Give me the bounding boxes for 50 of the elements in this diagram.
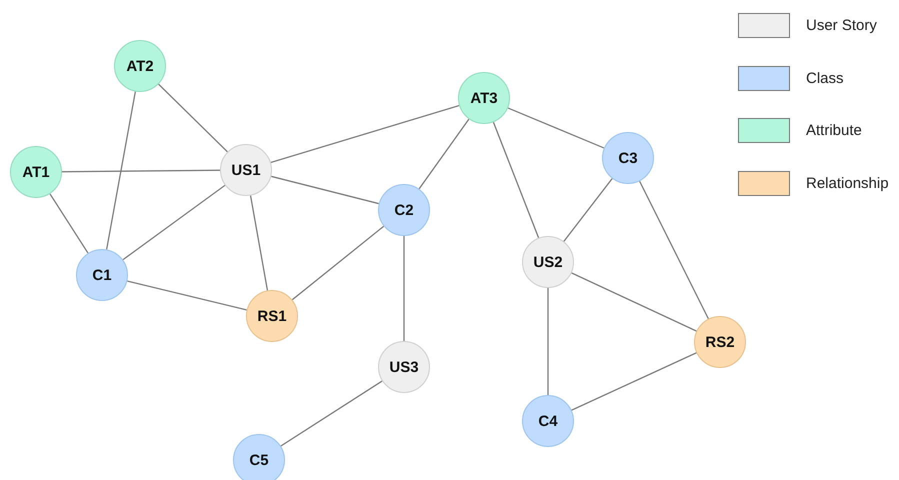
connector-line bbox=[50, 194, 88, 254]
node-label: C1 bbox=[92, 266, 112, 284]
node-label: RS1 bbox=[257, 308, 287, 324]
connector-line bbox=[106, 91, 136, 250]
connector-line bbox=[158, 84, 228, 152]
connector-line bbox=[280, 380, 382, 446]
node-label: C3 bbox=[618, 150, 638, 166]
connector-line bbox=[403, 236, 405, 341]
node-circle bbox=[233, 434, 285, 480]
node-label: C5 bbox=[249, 452, 269, 468]
connector-line bbox=[418, 118, 470, 190]
connector-line bbox=[271, 176, 379, 204]
node-circle bbox=[522, 395, 574, 447]
node-label: C2 bbox=[394, 202, 414, 218]
connector-line bbox=[127, 280, 247, 310]
node-circle bbox=[378, 184, 430, 236]
connector-line bbox=[122, 184, 226, 260]
node-circle bbox=[522, 236, 574, 288]
legend-label: Attribute bbox=[806, 122, 862, 140]
node-circle bbox=[602, 132, 654, 184]
legend-label: Relationship bbox=[806, 174, 889, 192]
connector-line bbox=[62, 170, 220, 172]
connector-line bbox=[292, 226, 384, 300]
connector-line bbox=[250, 195, 268, 291]
connector-line bbox=[571, 272, 697, 332]
node-label: AT3 bbox=[470, 90, 498, 106]
node-circle bbox=[10, 146, 62, 198]
connector-line bbox=[563, 178, 613, 242]
node-label: AT1 bbox=[22, 164, 50, 180]
node-label: C4 bbox=[538, 412, 558, 430]
connector-line bbox=[508, 107, 604, 149]
node-label: US1 bbox=[231, 162, 261, 178]
connector-line bbox=[639, 180, 709, 320]
node-circle bbox=[246, 290, 298, 342]
connector-line bbox=[547, 288, 549, 395]
node-circle bbox=[694, 316, 746, 368]
node-circle bbox=[114, 40, 166, 92]
legend-label: User Story bbox=[806, 17, 877, 35]
node-label: US2 bbox=[533, 254, 563, 270]
node-label: AT2 bbox=[126, 58, 154, 74]
connector-line bbox=[270, 104, 460, 164]
node-circle bbox=[458, 72, 510, 124]
legend-label: Class bbox=[806, 70, 844, 88]
node-label: US3 bbox=[389, 358, 419, 376]
connector-line bbox=[492, 122, 540, 238]
node-label: RS2 bbox=[705, 334, 735, 350]
node-circle bbox=[76, 249, 128, 301]
node-circle bbox=[378, 341, 430, 393]
connector-line bbox=[571, 352, 697, 411]
node-circle bbox=[220, 144, 272, 196]
